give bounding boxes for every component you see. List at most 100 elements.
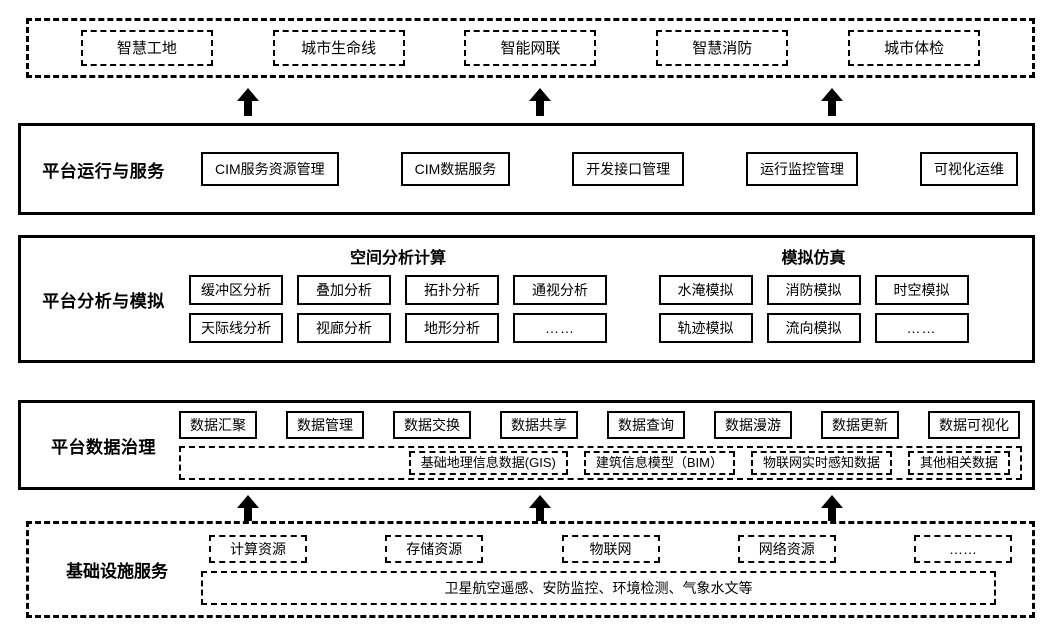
data-source-chip-iot-realtime[interactable]: 物联网实时感知数据 [750, 450, 892, 475]
analysis-chip-buffer-analysis[interactable]: 缓冲区分析 [189, 275, 283, 305]
ops-chip-label: 开发接口管理 [586, 161, 671, 177]
simulation-chip-fire-simulation[interactable]: 消防模拟 [766, 275, 861, 305]
governance-chip-data-sharing[interactable]: 数据共享 [500, 410, 578, 439]
infrastructure-sensor-label: 卫星航空遥感、安防监控、环境检测、气象水文等 [444, 579, 753, 596]
infrastructure-title: 基础设施服务 [66, 562, 168, 581]
ops-chip-label: 运行监控管理 [760, 161, 845, 177]
analysis-chip-terrain-analysis[interactable]: 地形分析 [405, 313, 499, 343]
infra-chip-label: 网络资源 [758, 540, 815, 557]
infra-chip-network-resource[interactable]: 网络资源 [737, 534, 836, 563]
app-chip-label: 智能网联 [500, 39, 561, 57]
infra-chip-more[interactable]: …… [914, 534, 1012, 563]
arrow-shaft [828, 99, 836, 116]
governance-chip-data-query[interactable]: 数据查询 [607, 410, 685, 439]
governance-chip-data-management[interactable]: 数据管理 [286, 410, 364, 439]
governance-chip-data-exchange[interactable]: 数据交换 [393, 410, 471, 439]
analysis-groups: 空间分析计算 缓冲区分析 叠加分析 拓扑分析 通视分析 [189, 238, 1020, 360]
governance-chip-label: 数据更新 [832, 416, 888, 433]
analysis-chip-label: 叠加分析 [316, 282, 372, 298]
ops-chip-cim-data-service[interactable]: CIM数据服务 [400, 152, 511, 186]
governance-chip-data-aggregation[interactable]: 数据汇聚 [179, 410, 257, 439]
simulation-chip-more-simulation[interactable]: …… [874, 313, 969, 343]
analysis-chip-visibility-analysis[interactable]: 通视分析 [513, 275, 607, 305]
infrastructure-sensor-band: 卫星航空遥感、安防监控、环境检测、气象水文等 [201, 570, 996, 605]
governance-chip-label: 数据共享 [511, 416, 567, 433]
analysis-chip-skyline-analysis[interactable]: 天际线分析 [189, 313, 283, 343]
governance-chip-label: 数据漫游 [725, 416, 781, 433]
simulation-chip-label: 流向模拟 [785, 320, 842, 336]
arrow-head [821, 88, 843, 101]
arrow-up-icon-apps-2 [529, 88, 551, 116]
analysis-chip-label: 地形分析 [424, 320, 480, 336]
ops-chip-development-interface-management[interactable]: 开发接口管理 [572, 152, 685, 186]
analysis-chip-more-spatial[interactable]: …… [513, 313, 607, 343]
analysis-chip-label: 天际线分析 [201, 320, 271, 336]
data-source-band: 基础地理信息数据(GIS) 建筑信息模型（BIM） 物联网实时感知数据 其他相关… [179, 445, 1022, 480]
simulation-chip-flood-simulation[interactable]: 水淹模拟 [658, 275, 753, 305]
app-chip-city-examination[interactable]: 城市体检 [848, 30, 981, 66]
group-spatial-analysis: 空间分析计算 缓冲区分析 叠加分析 拓扑分析 通视分析 [189, 238, 607, 360]
group-spatial-analysis-row-2: 天际线分析 视廊分析 地形分析 …… [189, 313, 607, 343]
data-source-chip-other[interactable]: 其他相关数据 [907, 450, 1010, 475]
infra-chip-iot[interactable]: 物联网 [561, 534, 660, 563]
app-chip-label: 城市体检 [884, 39, 945, 57]
infra-chip-computing-resource[interactable]: 计算资源 [209, 534, 307, 563]
simulation-chip-label: 水淹模拟 [677, 282, 734, 298]
application-chip-row: 智慧工地 城市生命线 智能网联 智慧消防 城市体检 [29, 21, 1032, 75]
group-spatial-analysis-row-1: 缓冲区分析 叠加分析 拓扑分析 通视分析 [189, 275, 607, 305]
arrow-up-icon-apps-3 [821, 88, 843, 116]
analysis-chip-label: 缓冲区分析 [201, 282, 271, 298]
governance-chip-label: 数据查询 [618, 416, 674, 433]
governance-chip-label: 数据交换 [404, 416, 460, 433]
governance-chip-label: 数据管理 [297, 416, 353, 433]
ops-chip-visual-operation-maintenance[interactable]: 可视化运维 [919, 152, 1018, 186]
ops-chip-label: CIM数据服务 [414, 161, 497, 177]
analysis-chip-label: 拓扑分析 [424, 282, 480, 298]
arrow-shaft [828, 506, 836, 523]
arrow-up-icon-infra-1 [237, 495, 259, 523]
infra-chip-storage-resource[interactable]: 存储资源 [385, 534, 484, 563]
infrastructure-layer: 基础设施服务 计算资源 存储资源 物联网 网络资源 …… [26, 521, 1035, 618]
simulation-chip-label: …… [906, 320, 937, 336]
arrow-head [529, 88, 551, 101]
governance-chip-data-roaming[interactable]: 数据漫游 [714, 410, 792, 439]
app-chip-label: 智慧工地 [116, 39, 177, 57]
application-layer: 智慧工地 城市生命线 智能网联 智慧消防 城市体检 [26, 18, 1035, 78]
analysis-chip-topology-analysis[interactable]: 拓扑分析 [405, 275, 499, 305]
arrow-shaft [536, 99, 544, 116]
infra-chip-label: 物联网 [589, 540, 632, 557]
app-chip-intelligent-connected[interactable]: 智能网联 [464, 30, 597, 66]
governance-chip-data-update[interactable]: 数据更新 [821, 410, 899, 439]
app-chip-smart-site[interactable]: 智慧工地 [80, 30, 213, 66]
arrow-head [237, 88, 259, 101]
data-source-chip-gis[interactable]: 基础地理信息数据(GIS) [408, 450, 568, 475]
platform-operation-chip-row: CIM服务资源管理 CIM数据服务 开发接口管理 运行监控管理 可视化运维 [201, 126, 1018, 212]
simulation-chip-spatiotemporal-simulation[interactable]: 时空模拟 [874, 275, 969, 305]
simulation-chip-label: 时空模拟 [893, 282, 950, 298]
simulation-chip-label: 轨迹模拟 [677, 320, 734, 336]
ops-chip-operation-monitoring-management[interactable]: 运行监控管理 [746, 152, 859, 186]
data-governance-title: 平台数据治理 [51, 437, 156, 457]
app-chip-city-lifeline[interactable]: 城市生命线 [272, 30, 405, 66]
analysis-chip-view-corridor-analysis[interactable]: 视廊分析 [297, 313, 391, 343]
platform-operation-title: 平台运行与服务 [42, 161, 165, 181]
app-chip-smart-firefighting[interactable]: 智慧消防 [656, 30, 789, 66]
simulation-chip-trajectory-simulation[interactable]: 轨迹模拟 [658, 313, 753, 343]
arrow-shaft [244, 506, 252, 523]
analysis-chip-label: …… [545, 320, 575, 336]
data-source-chip-bim[interactable]: 建筑信息模型（BIM） [583, 450, 735, 475]
group-simulation: 模拟仿真 水淹模拟 消防模拟 时空模拟 轨迹模拟 [607, 238, 1020, 360]
simulation-chip-flow-direction-simulation[interactable]: 流向模拟 [766, 313, 861, 343]
arrow-up-icon-infra-3 [821, 495, 843, 523]
governance-chip-label: 数据汇聚 [190, 416, 246, 433]
data-source-chip-label: 基础地理信息数据(GIS) [420, 455, 556, 470]
data-governance-layer: 平台数据治理 数据汇聚 数据管理 数据交换 数据共享 数据查询 [18, 400, 1035, 490]
analysis-chip-overlay-analysis[interactable]: 叠加分析 [297, 275, 391, 305]
data-source-chip-label: 物联网实时感知数据 [762, 455, 880, 470]
group-simulation-row-1: 水淹模拟 消防模拟 时空模拟 [658, 275, 969, 305]
ops-chip-cim-service-resource-management[interactable]: CIM服务资源管理 [201, 152, 339, 186]
governance-chip-data-visualization[interactable]: 数据可视化 [928, 410, 1020, 439]
arrow-head [821, 495, 843, 508]
arrow-up-icon-infra-2 [529, 495, 551, 523]
